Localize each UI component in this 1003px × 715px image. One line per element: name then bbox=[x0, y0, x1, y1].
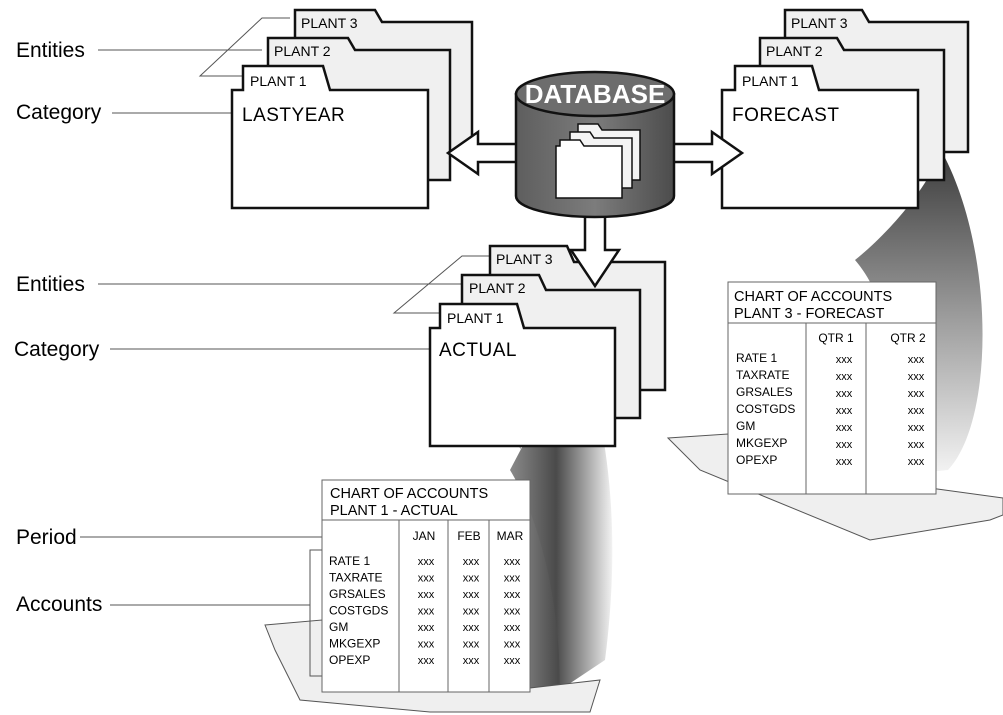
chart-actual-cell: xxx bbox=[418, 606, 435, 618]
chart-forecast-cell: xxx bbox=[836, 439, 853, 451]
chart-actual-cell: xxx bbox=[504, 639, 521, 651]
chart-forecast-cell: xxx bbox=[836, 456, 853, 468]
chart-actual-cell: xxx bbox=[463, 622, 480, 634]
tab-lastyear-plant1: PLANT 1 bbox=[250, 73, 307, 89]
tab-lastyear-plant3: PLANT 3 bbox=[301, 15, 358, 31]
chart-forecast-cell: xxx bbox=[908, 439, 925, 451]
chart-forecast-cell: xxx bbox=[836, 405, 853, 417]
chart-actual-column-header: MAR bbox=[497, 529, 524, 543]
chart-forecast-title-1: CHART OF ACCOUNTS bbox=[734, 289, 892, 305]
folder-category-forecast: FORECAST bbox=[732, 105, 839, 126]
chart-actual-cell: xxx bbox=[418, 639, 435, 651]
chart-actual-account: MKGEXP bbox=[329, 637, 380, 651]
chart-forecast-cell: xxx bbox=[836, 354, 853, 366]
folder-stack-actual: PLANT 3 PLANT 2 PLANT 1 ACTUAL bbox=[428, 244, 667, 448]
chart-forecast-account: COSTGDS bbox=[736, 402, 795, 416]
chart-forecast-cell: xxx bbox=[908, 371, 925, 383]
chart-actual-cell: xxx bbox=[504, 573, 521, 585]
chart-forecast-account: OPEXP bbox=[736, 453, 777, 467]
arrow-left bbox=[445, 129, 522, 177]
chart-actual-column-header: JAN bbox=[413, 529, 436, 543]
chart-actual-cell: xxx bbox=[418, 655, 435, 667]
chart-actual-cell: xxx bbox=[504, 655, 521, 667]
tab-forecast-plant2: PLANT 2 bbox=[766, 43, 823, 59]
chart-actual-cell: xxx bbox=[504, 589, 521, 601]
tab-actual-plant1: PLANT 1 bbox=[447, 310, 504, 326]
chart-actual-cell: xxx bbox=[463, 639, 480, 651]
chart-actual-cell: xxx bbox=[463, 606, 480, 618]
chart-forecast-account: GM bbox=[736, 419, 755, 433]
tab-forecast-plant3: PLANT 3 bbox=[791, 15, 848, 31]
chart-actual-column-header: FEB bbox=[457, 529, 480, 543]
chart-forecast-title-2: PLANT 3 - FORECAST bbox=[734, 306, 885, 322]
chart-actual-cell: xxx bbox=[463, 573, 480, 585]
chart-actual-title-2: PLANT 1 - ACTUAL bbox=[330, 503, 458, 519]
chart-actual-cell: xxx bbox=[418, 622, 435, 634]
chart-forecast-cell: xxx bbox=[908, 456, 925, 468]
chart-actual-account: COSTGDS bbox=[329, 604, 388, 618]
label-category-mid: Category bbox=[14, 338, 100, 361]
chart-forecast-account: RATE 1 bbox=[736, 351, 777, 365]
chart-actual-cell: xxx bbox=[463, 556, 480, 568]
label-accounts: Accounts bbox=[16, 593, 102, 616]
tab-lastyear-plant2: PLANT 2 bbox=[274, 43, 331, 59]
arrow-right bbox=[670, 129, 745, 177]
folders-icon bbox=[555, 123, 641, 199]
tab-actual-plant2: PLANT 2 bbox=[469, 280, 526, 296]
folder-stack-forecast: PLANT 3 PLANT 2 PLANT 1 FORECAST bbox=[720, 8, 970, 210]
chart-forecast-account: MKGEXP bbox=[736, 436, 787, 450]
chart-forecast-account: GRSALES bbox=[736, 385, 793, 399]
database-label: DATABASE bbox=[525, 79, 666, 109]
label-category-top: Category bbox=[16, 101, 102, 124]
chart-actual-account: TAXRATE bbox=[329, 571, 383, 585]
chart-forecast-column-header: QTR 1 bbox=[818, 331, 854, 345]
chart-forecast-column-header: QTR 2 bbox=[890, 331, 926, 345]
chart-actual-cell: xxx bbox=[463, 655, 480, 667]
label-entities-top: Entities bbox=[16, 39, 85, 62]
chart-actual-cell: xxx bbox=[418, 573, 435, 585]
chart-actual-cell: xxx bbox=[504, 622, 521, 634]
chart-actual: CHART OF ACCOUNTS PLANT 1 - ACTUAL JAN FE… bbox=[321, 479, 531, 693]
chart-actual-cell: xxx bbox=[504, 556, 521, 568]
chart-actual-account: OPEXP bbox=[329, 653, 370, 667]
chart-forecast-cell: xxx bbox=[908, 405, 925, 417]
chart-actual-account: RATE 1 bbox=[329, 554, 370, 568]
chart-actual-cell: xxx bbox=[463, 589, 480, 601]
tab-bracket-top bbox=[198, 17, 290, 77]
chart-forecast-cell: xxx bbox=[908, 388, 925, 400]
chart-forecast-account: TAXRATE bbox=[736, 368, 790, 382]
chart-forecast-cell: xxx bbox=[836, 388, 853, 400]
folder-category-actual: ACTUAL bbox=[439, 340, 517, 361]
chart-forecast-cell: xxx bbox=[836, 422, 853, 434]
chart-forecast: CHART OF ACCOUNTS PLANT 3 - FORECAST QTR… bbox=[727, 281, 937, 495]
chart-actual-title-1: CHART OF ACCOUNTS bbox=[330, 486, 488, 502]
label-entities-mid: Entities bbox=[16, 273, 85, 296]
tab-bracket-mid bbox=[392, 255, 490, 314]
chart-actual-cell: xxx bbox=[418, 556, 435, 568]
chart-forecast-cell: xxx bbox=[908, 422, 925, 434]
chart-actual-account: GM bbox=[329, 620, 348, 634]
label-period: Period bbox=[16, 526, 77, 549]
chart-actual-cell: xxx bbox=[418, 589, 435, 601]
folder-stack-lastyear: PLANT 3 PLANT 2 PLANT 1 LASTYEAR bbox=[230, 8, 474, 210]
tab-actual-plant3: PLANT 3 bbox=[496, 251, 553, 267]
database-cylinder: DATABASE bbox=[514, 70, 676, 219]
chart-actual-cell: xxx bbox=[504, 606, 521, 618]
tab-forecast-plant1: PLANT 1 bbox=[742, 73, 799, 89]
swoop-actual-main bbox=[510, 420, 613, 690]
chart-forecast-cell: xxx bbox=[836, 371, 853, 383]
chart-forecast-cell: xxx bbox=[908, 354, 925, 366]
bracket-accounts bbox=[309, 549, 325, 677]
folder-category-lastyear: LASTYEAR bbox=[242, 105, 345, 126]
chart-actual-account: GRSALES bbox=[329, 587, 386, 601]
